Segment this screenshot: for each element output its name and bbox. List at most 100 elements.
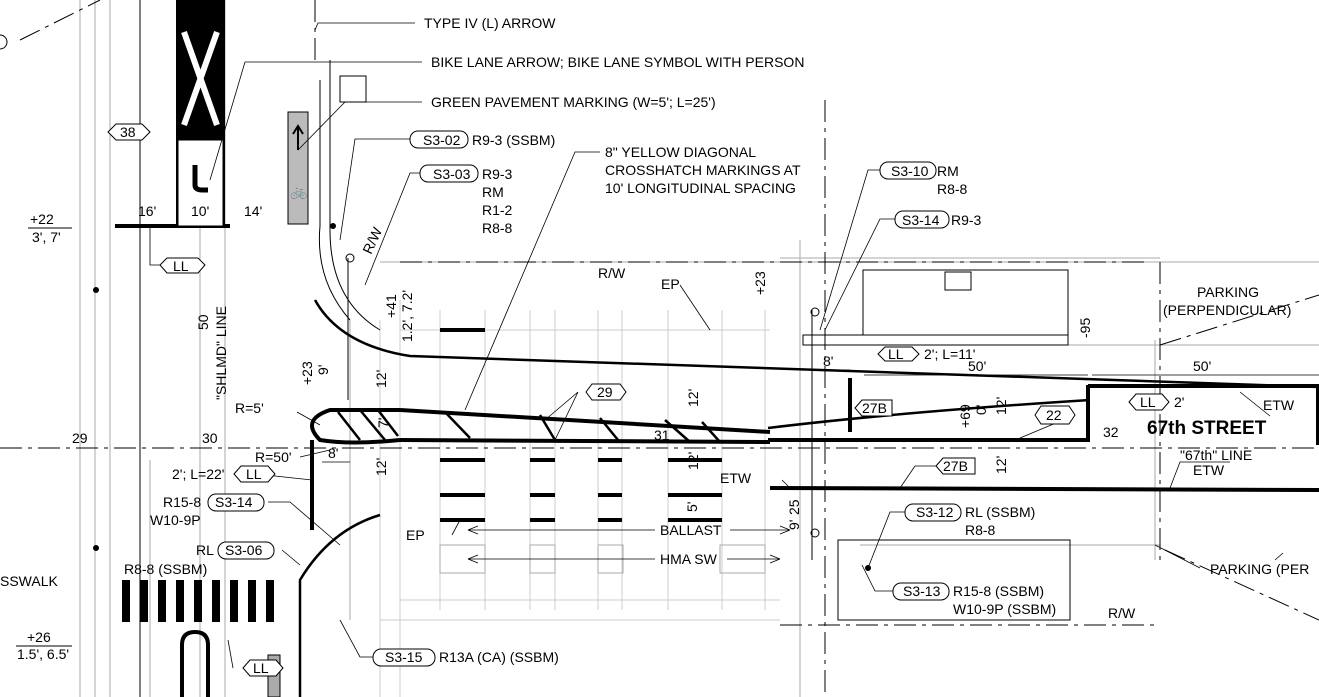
dim-p69b: 0' <box>973 405 989 415</box>
dim-50v: 50 <box>195 314 211 330</box>
tag-s314a: S3-14 <box>902 212 940 228</box>
crosshatch-callout-3: 10' LONGITUDINAL SPACING <box>605 180 796 196</box>
sign-s303-4: R8-8 <box>482 220 513 236</box>
ep-label-1: EP <box>661 276 680 292</box>
dim-ll2a: 2'; L=11' <box>924 346 975 362</box>
tag-s303: S3-03 <box>433 166 471 182</box>
dim-p41: +41 <box>383 294 399 318</box>
sign-s303-2: RM <box>482 184 504 200</box>
bike-lane-callout: BIKE LANE ARROW; BIKE LANE SYMBOL WITH P… <box>431 54 804 70</box>
dim-12f: 12' <box>993 456 1009 474</box>
tag-s306: S3-06 <box>225 542 263 558</box>
etw-label-2: ETW <box>1193 462 1225 478</box>
tag-s314b: S3-14 <box>215 494 253 510</box>
dim-12a: 12' <box>373 370 389 388</box>
sta-32: 32 <box>1103 424 1119 440</box>
dimension-texts: 16' 10' 14' +22 3', 7' +26 1.5', 6.5' +2… <box>16 203 1211 662</box>
sta-31: 31 <box>654 427 670 443</box>
dim-p22: +22 <box>30 211 54 227</box>
sign-s313-2: W10-9P (SSBM) <box>953 601 1056 617</box>
parking-per: PARKING (PER <box>1210 561 1309 577</box>
dim-12e: 12' <box>993 397 1009 415</box>
dim-12b: 12' <box>373 458 389 476</box>
dim-10: 10' <box>191 203 209 219</box>
crosshatch-callout-2: CROSSHATCH MARKINGS AT <box>605 162 801 178</box>
street-labels: 67th STREET "67th" LINE ETW ETW ETW EP E… <box>406 265 1295 621</box>
tag-s315: S3-15 <box>385 649 423 665</box>
rw-label-1: R/W <box>359 224 385 256</box>
street-line-label: "67th" LINE <box>1180 447 1252 463</box>
dim-14: 14' <box>244 203 262 219</box>
sign-s306: RL <box>196 542 214 558</box>
etw-label-3: ETW <box>720 470 752 486</box>
type4-arrow-callout: TYPE IV (L) ARROW <box>424 15 556 31</box>
crosswalk-bars <box>122 580 274 622</box>
sign-s302: R9-3 (SSBM) <box>472 132 555 148</box>
sign-s315: R13A (CA) (SSBM) <box>439 649 559 665</box>
tag-ll-c: LL <box>246 466 262 482</box>
tag-29: 29 <box>597 384 613 400</box>
dim-m95: -95 <box>1077 318 1093 338</box>
tag-ll-d: LL <box>1140 394 1156 410</box>
dim-r50: R=50' <box>255 449 292 465</box>
tag-ll-b: LL <box>888 346 904 362</box>
tag-22: 22 <box>1046 407 1062 423</box>
sign-s314b-2: W10-9P <box>150 512 201 528</box>
sign-s312-1: RL (SSBM) <box>965 504 1035 520</box>
parking-perp-1: PARKING <box>1197 284 1259 300</box>
dim-8b: 8' <box>823 353 833 369</box>
dim-25: 25 <box>786 499 802 515</box>
dim-p41b: 1.2', 7.2' <box>399 290 415 342</box>
dim-7: 7' <box>375 418 391 428</box>
dim-ll2c: 2' <box>1174 394 1184 410</box>
sta-30: 30 <box>202 430 218 446</box>
dim-16: 16' <box>138 203 156 219</box>
dim-p23: +23 <box>299 361 315 385</box>
hma-sw-label: HMA SW <box>660 551 718 567</box>
dim-50a: 50' <box>968 358 986 374</box>
sign-r88: R8-8 (SSBM) <box>124 561 207 577</box>
crosshatch-callout-1: 8" YELLOW DIAGONAL <box>605 144 756 160</box>
tag-s310: S3-10 <box>891 163 929 179</box>
sign-s303-3: R1-2 <box>482 202 513 218</box>
ep-label-2: EP <box>406 527 425 543</box>
dim-50b: 50' <box>1193 358 1211 374</box>
dim-9: 9' <box>786 520 802 530</box>
dim-8a: 8' <box>328 445 338 461</box>
sign-s310-2: R8-8 <box>937 181 968 197</box>
green-pavement-callout: GREEN PAVEMENT MARKING (W=5'; L=25') <box>431 94 716 110</box>
dim-p22b: 3', 7' <box>32 229 61 245</box>
sign-s303-1: R9-3 <box>482 166 513 182</box>
roadway-edges <box>115 0 1319 697</box>
sign-s310-1: RM <box>937 163 959 179</box>
dim-ll2b: 2'; L=22' <box>172 466 224 482</box>
lane-stripes <box>440 328 722 522</box>
shlmd-line-label: "SHLMD" LINE <box>213 306 229 400</box>
leader-lines <box>149 22 1284 669</box>
sign-tags: S3-02 R9-3 (SSBM) S3-03 R9-3 RM R1-2 R8-… <box>124 130 1056 667</box>
dim-12d: 12' <box>685 452 701 470</box>
dim-p26b: 1.5', 6.5' <box>17 646 69 662</box>
sign-s314b-1: R15-8 <box>163 494 201 510</box>
crosswalk-label: SSWALK <box>0 573 58 589</box>
dim-r5: R=5' <box>235 400 264 416</box>
dim-p69: +69 <box>957 404 973 428</box>
tag-38: 38 <box>120 124 136 140</box>
tag-s313: S3-13 <box>903 583 941 599</box>
green-pavement-marking <box>287 111 309 225</box>
tag-ll-e: LL <box>253 660 269 676</box>
tag-s312: S3-12 <box>916 504 954 520</box>
sign-s313-1: R15-8 (SSBM) <box>953 583 1044 599</box>
parking-perp-2: (PERPENDICULAR) <box>1163 302 1291 318</box>
etw-label-1: ETW <box>1263 397 1295 413</box>
rw-label-3: R/W <box>1108 605 1136 621</box>
type-iv-arrow-icon <box>192 165 208 193</box>
callout-texts: TYPE IV (L) ARROW BIKE LANE ARROW; BIKE … <box>0 15 1309 589</box>
sta-29: 29 <box>72 430 88 446</box>
ballast-label: BALLAST <box>660 522 722 538</box>
crosshatch-markings <box>337 408 771 444</box>
tag-27b-b: 27B <box>943 458 968 474</box>
rw-label-2: R/W <box>598 265 626 281</box>
